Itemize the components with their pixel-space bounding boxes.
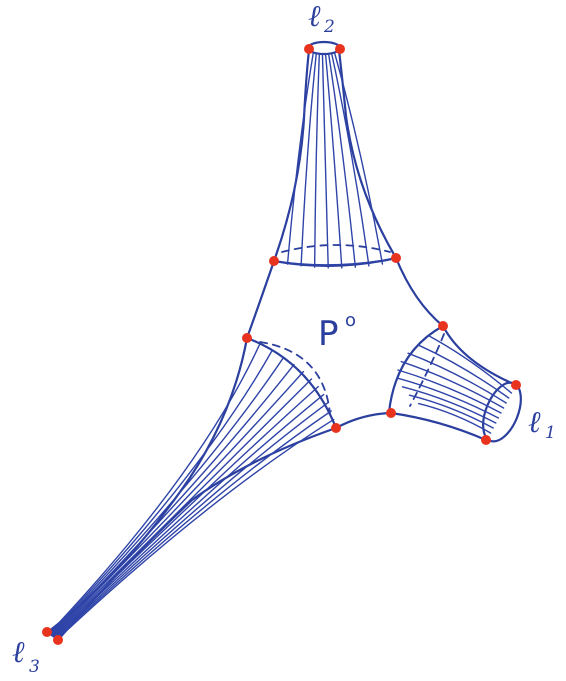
marked-point <box>481 435 491 445</box>
central-region-left-edge <box>245 259 276 340</box>
top-funnel-rim-front <box>273 257 397 266</box>
central-region-bottom-edge <box>334 411 393 430</box>
fiber-line <box>300 53 317 267</box>
marked-point <box>242 333 252 343</box>
right-funnel-bottom-edge <box>389 411 488 442</box>
fiber-line <box>53 393 325 639</box>
svg-text:P: P <box>318 314 339 354</box>
fiber-line <box>408 394 494 429</box>
fiber-line <box>53 385 319 638</box>
central-region-right-edge <box>394 256 445 328</box>
fiber-line <box>55 410 332 640</box>
fiber-line <box>417 344 510 399</box>
fiber-line <box>417 402 492 434</box>
svg-text:3: 3 <box>29 657 40 677</box>
svg-text:ℓ: ℓ <box>308 0 321 34</box>
marked-point <box>335 44 345 54</box>
marked-point <box>269 256 279 266</box>
fiber-line <box>397 377 500 419</box>
marked-point <box>391 253 401 263</box>
top-funnel-left-edge <box>272 48 311 263</box>
top-funnel-right-edge <box>337 48 398 260</box>
fiber-line <box>50 363 295 637</box>
fiber-line <box>327 53 357 268</box>
fiber-line <box>334 53 384 265</box>
label-l1: ℓ 1 <box>528 405 556 443</box>
right-funnel-rim-back <box>409 333 445 407</box>
fiber-line <box>407 352 507 404</box>
fiber-line <box>401 386 497 424</box>
svg-text:o: o <box>345 310 356 331</box>
left-funnel-rim-back <box>259 341 331 415</box>
marked-point <box>304 44 314 54</box>
svg-text:ℓ: ℓ <box>12 635 25 670</box>
label-l2: ℓ 2 <box>308 0 335 37</box>
label-p0: P o <box>318 310 356 354</box>
fiber-line <box>52 378 313 638</box>
label-l3: ℓ 3 <box>12 635 40 677</box>
fiber-line <box>48 343 261 635</box>
marked-point <box>42 627 52 637</box>
fiber-line <box>400 360 505 409</box>
svg-text:1: 1 <box>545 423 556 443</box>
fiber-line <box>54 401 329 639</box>
fiber-line <box>321 53 329 269</box>
fiber-line <box>286 53 314 265</box>
right-funnel-fibers <box>397 335 513 434</box>
fiber-line <box>49 356 285 636</box>
marked-point <box>331 423 341 433</box>
svg-text:ℓ: ℓ <box>528 405 541 440</box>
left-funnel-fibers <box>48 343 335 641</box>
right-funnel-rim-left <box>387 324 445 414</box>
top-funnel-rim-back <box>281 244 391 253</box>
fiber-line <box>429 335 513 394</box>
fiber-line <box>331 53 370 267</box>
marked-point <box>438 321 448 331</box>
marked-point <box>511 380 521 390</box>
fiber-line <box>397 369 502 414</box>
fiber-line <box>324 53 343 269</box>
marked-point <box>386 408 396 418</box>
fiber-line <box>56 418 335 641</box>
fiber-line <box>48 350 273 635</box>
right-funnel-top-edge <box>441 324 518 387</box>
top-funnel-fibers <box>286 53 384 269</box>
svg-text:2: 2 <box>323 17 335 37</box>
fiber-line <box>51 370 305 637</box>
left-funnel-inner-edge <box>56 426 338 642</box>
fiber-line <box>313 53 321 268</box>
marked-point <box>53 635 63 645</box>
